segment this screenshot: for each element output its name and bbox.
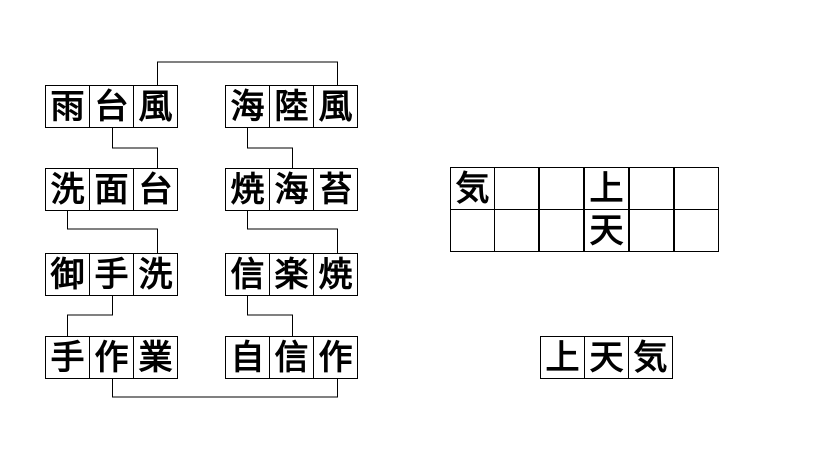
connector-saku: [112, 379, 338, 398]
connector-kaze: [157, 61, 338, 85]
answer-grid: 気 上 天: [450, 167, 720, 253]
word-box-ametaifu: 雨 台 風: [45, 85, 178, 128]
answer-word-box: 上 天 気: [540, 336, 673, 379]
kanji-cell: 手: [45, 336, 90, 379]
kanji-cell: 台: [133, 168, 178, 211]
kanji-cell: 上: [540, 336, 585, 379]
kanji-cell: 苔: [313, 168, 358, 211]
kanji-cell: 作: [89, 336, 134, 379]
answer-grid-cell[interactable]: 上: [584, 167, 629, 210]
kanji-cell: 海: [225, 85, 270, 128]
kanji-cell: 作: [313, 336, 358, 379]
connector-dai: [112, 128, 158, 168]
kanji-cell: 業: [133, 336, 178, 379]
kanji-cell: 自: [225, 336, 270, 379]
answer-grid-cell[interactable]: [494, 209, 539, 252]
word-box-senmendai: 洗 面 台: [45, 168, 178, 211]
connector-shin: [247, 296, 293, 336]
connector-sen: [67, 211, 158, 253]
connector-umi: [247, 128, 293, 168]
word-box-shigarakiyaki: 信 楽 焼: [225, 253, 358, 296]
kanji-cell: 面: [89, 168, 134, 211]
word-box-jishinsaku: 自 信 作: [225, 336, 358, 379]
connector-te: [67, 296, 113, 336]
answer-grid-cell[interactable]: [539, 167, 584, 210]
kanji-cell: 焼: [225, 168, 270, 211]
kanji-cell: 雨: [45, 85, 90, 128]
answer-grid-cell[interactable]: [629, 167, 674, 210]
kanji-cell: 気: [628, 336, 673, 379]
connector-yaki: [247, 211, 338, 253]
word-box-yakinori: 焼 海 苔: [225, 168, 358, 211]
kanji-cell: 楽: [269, 253, 314, 296]
answer-grid-cell[interactable]: [494, 167, 539, 210]
answer-grid-cell[interactable]: [674, 167, 719, 210]
kanji-cell: 焼: [313, 253, 358, 296]
kanji-cell: 御: [45, 253, 90, 296]
word-box-kairikufu: 海 陸 風: [225, 85, 358, 128]
kanji-cell: 風: [133, 85, 178, 128]
word-box-tesagyo: 手 作 業: [45, 336, 178, 379]
answer-grid-cell[interactable]: [539, 209, 584, 252]
answer-grid-cell[interactable]: 気: [450, 167, 495, 210]
kanji-cell: 風: [313, 85, 358, 128]
kanji-cell: 洗: [133, 253, 178, 296]
kanji-cell: 天: [584, 336, 629, 379]
answer-grid-cell[interactable]: [629, 209, 674, 252]
kanji-cell: 手: [89, 253, 134, 296]
kanji-cell: 信: [225, 253, 270, 296]
kanji-cell: 洗: [45, 168, 90, 211]
kanji-cell: 陸: [269, 85, 314, 128]
answer-grid-cell[interactable]: 天: [584, 209, 629, 252]
answer-grid-cell[interactable]: [450, 209, 495, 252]
kanji-cell: 台: [89, 85, 134, 128]
answer-grid-cell[interactable]: [674, 209, 719, 252]
word-box-otearai: 御 手 洗: [45, 253, 178, 296]
kanji-cell: 海: [269, 168, 314, 211]
kanji-cell: 信: [269, 336, 314, 379]
